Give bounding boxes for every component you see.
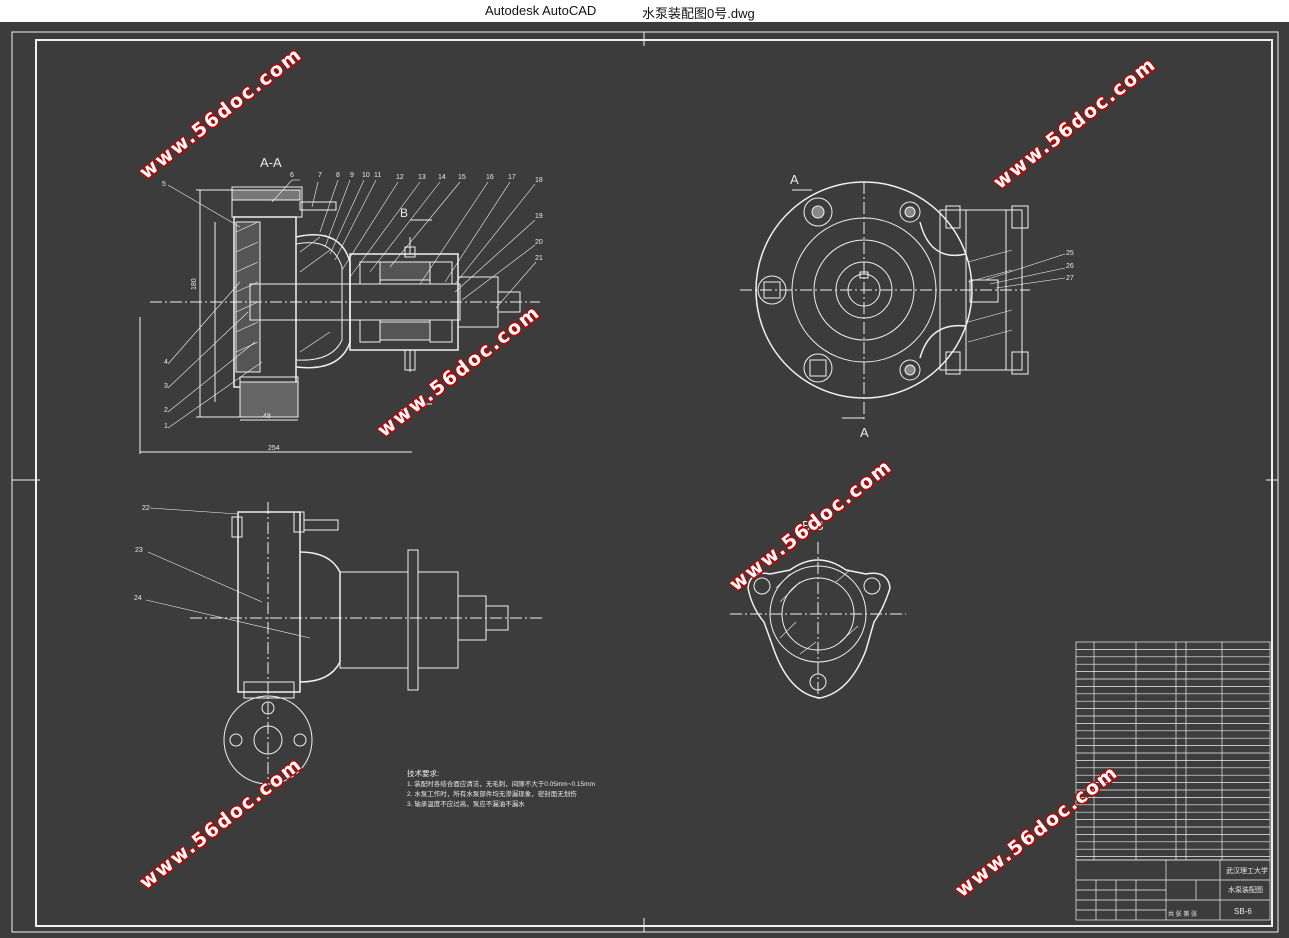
svg-text:27: 27 — [1066, 275, 1074, 282]
dim-254: 254 — [268, 445, 280, 452]
window-title-bar: Autodesk AutoCAD 水泵装配图0号.dwg — [0, 0, 1289, 22]
inner-frame — [35, 39, 1273, 927]
balloon-numbers-top: 6 7 8 9 10 11 12 13 14 15 16 17 18 19 20… — [290, 172, 543, 262]
outer-frame — [11, 31, 1279, 933]
cut-a-bottom: A — [860, 425, 869, 440]
svg-text:1. 装配时各结合面应清洁，无毛刺，间隙不大于0.05mm~: 1. 装配时各结合面应清洁，无毛刺，间隙不大于0.05mm~0.15mm — [407, 779, 595, 788]
svg-text:13: 13 — [418, 174, 426, 181]
svg-text:6: 6 — [290, 172, 294, 179]
app-title: Autodesk AutoCAD — [485, 3, 597, 18]
svg-text:23: 23 — [135, 547, 143, 554]
svg-text:14: 14 — [438, 174, 446, 181]
svg-text:2. 水泵工作时，所有水泵部件均无渗漏现象，密封面无划伤: 2. 水泵工作时，所有水泵部件均无渗漏现象，密封面无划伤 — [407, 789, 577, 798]
svg-text:1: 1 — [164, 423, 168, 430]
drawing-name: 水泵装配图 — [1228, 885, 1263, 894]
svg-text:5: 5 — [162, 181, 166, 188]
section-aa-view: A-A 254 — [139, 155, 543, 454]
svg-text:12: 12 — [396, 174, 404, 181]
svg-text:技术要求:: 技术要求: — [407, 768, 439, 778]
document-title: 水泵装配图0号.dwg — [642, 6, 755, 21]
tech-requirements: 技术要求: 1. 装配时各结合面应清洁，无毛刺，间隙不大于0.05mm~0.15… — [407, 768, 595, 808]
svg-text:21: 21 — [535, 255, 543, 262]
school-name: 武汉理工大学 — [1226, 866, 1268, 875]
dim-height: 180 — [191, 278, 198, 290]
svg-text:3: 3 — [164, 383, 168, 390]
svg-text:20: 20 — [535, 239, 543, 246]
svg-text:2: 2 — [164, 407, 168, 414]
svg-text:10: 10 — [362, 172, 370, 179]
balloon-numbers-bottom-left: 22 23 24 — [134, 505, 150, 602]
svg-text:15: 15 — [458, 174, 466, 181]
drawing-canvas[interactable]: A-A 254 — [0, 22, 1289, 938]
section-bb-view: B-B — [730, 518, 906, 702]
side-view: 22 23 24 — [134, 502, 545, 785]
svg-text:18: 18 — [535, 177, 543, 184]
section-aa-label: A-A — [260, 155, 282, 170]
sheet-note: 共 张 第 张 — [1168, 910, 1197, 918]
svg-text:19: 19 — [535, 213, 543, 220]
balloon-numbers-left: 5 4 3 2 1 — [162, 181, 168, 430]
svg-text:9: 9 — [350, 172, 354, 179]
svg-text:25: 25 — [1066, 250, 1074, 257]
svg-text:8: 8 — [336, 172, 340, 179]
balloon-numbers-right: 25 26 27 — [1066, 250, 1074, 282]
svg-text:26: 26 — [1066, 263, 1074, 270]
svg-text:22: 22 — [142, 505, 150, 512]
title-block: 武汉理工大学 水泵装配图 SB-6 共 张 第 张 — [1075, 859, 1271, 921]
svg-text:17: 17 — [508, 174, 516, 181]
end-view-a: A A 25 26 27 — [740, 172, 1074, 440]
cut-b-bottom: B — [400, 407, 408, 421]
drawing-number: SB-6 — [1234, 907, 1252, 916]
svg-text:4: 4 — [164, 359, 168, 366]
cut-b-top: B — [400, 206, 408, 220]
parts-list — [1075, 641, 1271, 861]
svg-text:24: 24 — [134, 595, 142, 602]
section-bb-label: B-B — [802, 518, 824, 533]
svg-text:11: 11 — [374, 172, 381, 179]
dim-48: 48 — [263, 413, 271, 420]
svg-text:16: 16 — [486, 174, 494, 181]
cut-a-top: A — [790, 172, 799, 187]
svg-text:3. 轴承温度不应过高，泵应不漏油不漏水: 3. 轴承温度不应过高，泵应不漏油不漏水 — [407, 799, 525, 808]
svg-text:7: 7 — [318, 172, 322, 179]
cad-drawing: A-A 254 — [11, 31, 1279, 933]
